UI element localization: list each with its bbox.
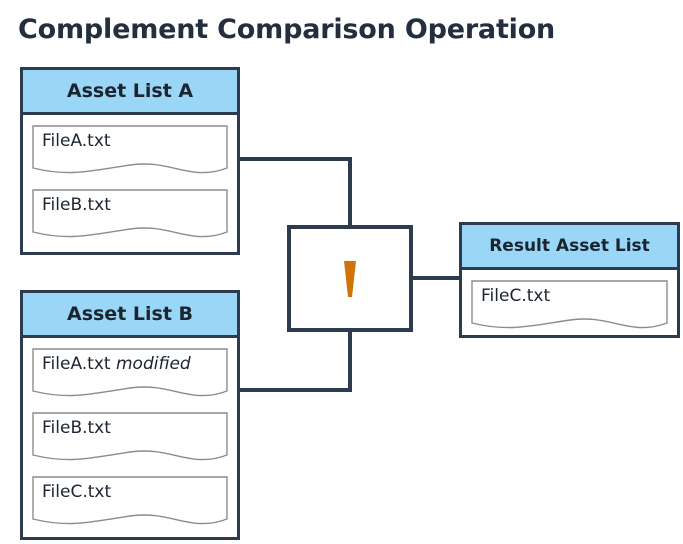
list-item-document[interactable]: FileA.txt — [32, 125, 228, 177]
list-item-document[interactable]: FileC.txt — [471, 280, 668, 332]
document-icon — [32, 348, 228, 397]
panel-asset-list-a: Asset List A FileA.txt FileB.txt — [20, 67, 240, 255]
document-icon — [471, 280, 668, 329]
list-item-modifier: modified — [115, 354, 191, 374]
list-item-label: FileB.txt — [42, 418, 111, 438]
list-item-document[interactable]: FileB.txt — [32, 189, 228, 241]
panel-asset-list-b-header: Asset List B — [23, 293, 237, 338]
list-item-document[interactable]: FileC.txt — [32, 476, 228, 528]
panel-result-asset-list-body: FileC.txt — [462, 270, 677, 341]
list-item-document[interactable]: FileA.txt modified — [32, 348, 228, 400]
complement-operator-box[interactable] — [287, 225, 413, 332]
panel-result-asset-list: Result Asset List FileC.txt — [459, 222, 680, 338]
complement-operator-icon — [344, 260, 356, 297]
panel-asset-list-b: Asset List B FileA.txt modified FileB.tx… — [20, 290, 240, 540]
page-title: Complement Comparison Operation — [18, 14, 556, 45]
document-icon — [32, 412, 228, 461]
list-item-label: FileA.txt modified — [42, 354, 191, 374]
list-item-label: FileA.txt — [42, 131, 111, 151]
document-icon — [32, 189, 228, 238]
panel-asset-list-b-body: FileA.txt modified FileB.txt FileC.txt — [23, 338, 237, 537]
panel-result-asset-list-header: Result Asset List — [462, 225, 677, 270]
panel-asset-list-a-header: Asset List A — [23, 70, 237, 115]
list-item-label: FileB.txt — [42, 195, 111, 215]
panel-asset-list-a-body: FileA.txt FileB.txt — [23, 115, 237, 250]
list-item-label: FileC.txt — [481, 286, 551, 306]
list-item-label: FileC.txt — [42, 482, 112, 502]
list-item-document[interactable]: FileB.txt — [32, 412, 228, 464]
connector-list-b-to-operator — [240, 332, 352, 392]
connector-list-a-to-operator — [240, 157, 352, 225]
document-icon — [32, 476, 228, 525]
document-icon — [32, 125, 228, 174]
